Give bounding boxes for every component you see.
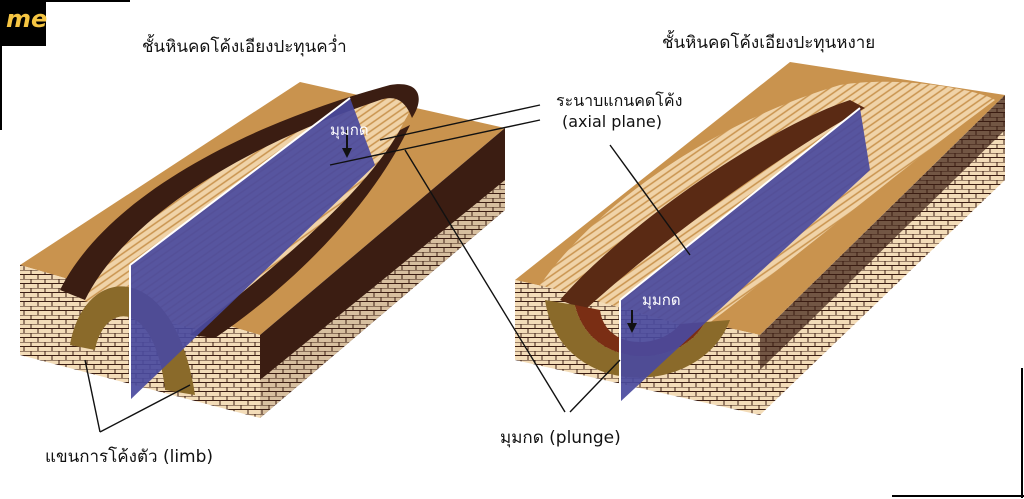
- left-axial-plane-edge-top: [129, 97, 351, 266]
- axial-plane-thai-label: ระนาบแกนคดโค้ง: [556, 91, 682, 110]
- right-plunge-small-label: มุมกด: [642, 291, 681, 310]
- left-block-side-brick: [260, 180, 505, 418]
- right-block-side-dark: [760, 95, 1005, 370]
- frame-right-line: [1021, 368, 1023, 498]
- left-block: [20, 82, 505, 418]
- right-axial-plane-edge-top: [619, 107, 861, 301]
- right-front-trough-outer: [545, 300, 730, 378]
- limb-label: แขนการโค้งตัว (limb): [45, 446, 213, 467]
- frame-left-line: [0, 46, 2, 130]
- right-block: [515, 62, 1005, 415]
- plunge-label: มุมกด (plunge): [500, 428, 621, 448]
- leader-lines: [84, 104, 691, 433]
- right-fold-dark-band: [560, 100, 865, 310]
- left-axial-plane: [130, 98, 375, 400]
- left-plunge-small-label: มุมกด: [330, 121, 369, 140]
- frame-top-line: [46, 0, 130, 2]
- right-plunge-arrowhead: [627, 323, 637, 333]
- left-fold-dark-band: [60, 84, 419, 300]
- brand-logo: me: [0, 0, 47, 46]
- title-right: ชั้นหินคดโค้งเอียงปะทุนหงาย: [662, 30, 875, 53]
- right-axial-plane: [620, 108, 870, 402]
- title-left: ชั้นหินคดโค้งเอียงปะทุนคว่ำ: [142, 34, 347, 57]
- frame-bottom-line: [892, 495, 1024, 497]
- axial-plane-en-label: (axial plane): [562, 112, 662, 131]
- left-plunge-arrowhead: [342, 148, 352, 158]
